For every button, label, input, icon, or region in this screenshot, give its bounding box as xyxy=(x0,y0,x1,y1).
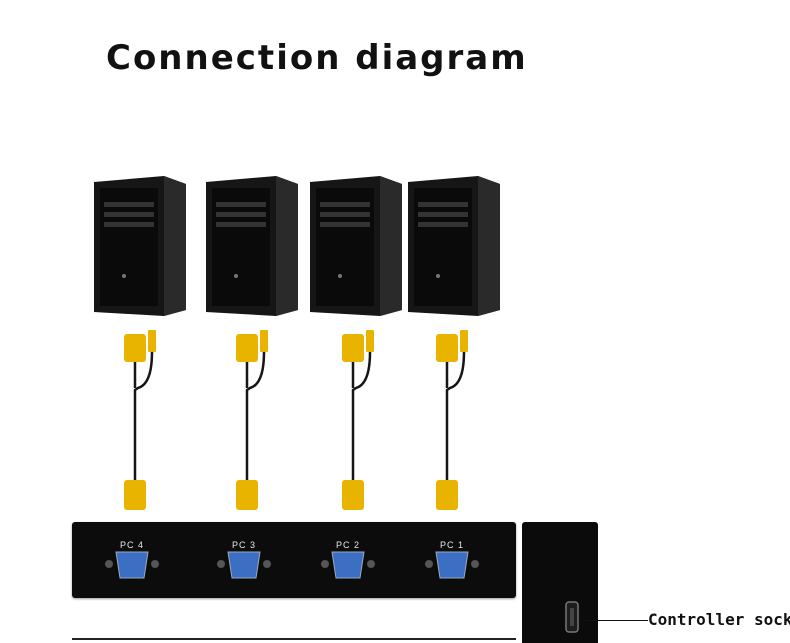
computer-tower-icon xyxy=(206,176,298,316)
port-pc3: PC 3 xyxy=(194,536,294,586)
vga-usb-cable-icon xyxy=(336,328,386,512)
computer-tower-icon xyxy=(94,176,186,316)
port-label: PC 1 xyxy=(439,540,464,550)
usb-socket-icon xyxy=(565,601,579,633)
port-label: PC 4 xyxy=(119,540,144,550)
port-pc4: PC 4 xyxy=(82,536,182,586)
vga-port-icon xyxy=(217,551,271,579)
vga-port-icon xyxy=(425,551,479,579)
callout-line xyxy=(582,620,648,621)
computer-tower-icon xyxy=(408,176,500,316)
port-pc2: PC 2 xyxy=(298,536,398,586)
diagram-title: Connection diagram xyxy=(106,38,528,78)
switch-base-edge xyxy=(72,638,516,640)
computer-tower-icon xyxy=(310,176,402,316)
port-pc1: PC 1 xyxy=(402,536,502,586)
controller-unit xyxy=(522,522,598,643)
vga-port-icon xyxy=(105,551,159,579)
kvm-switch: PC 4 PC 3 PC 2 PC 1 xyxy=(72,522,516,598)
controller-socket-label: Controller socket xyxy=(648,610,790,629)
vga-usb-cable-icon xyxy=(118,328,168,512)
vga-usb-cable-icon xyxy=(430,328,480,512)
port-label: PC 2 xyxy=(335,540,360,550)
port-label: PC 3 xyxy=(231,540,256,550)
vga-port-icon xyxy=(321,551,375,579)
vga-usb-cable-icon xyxy=(230,328,280,512)
